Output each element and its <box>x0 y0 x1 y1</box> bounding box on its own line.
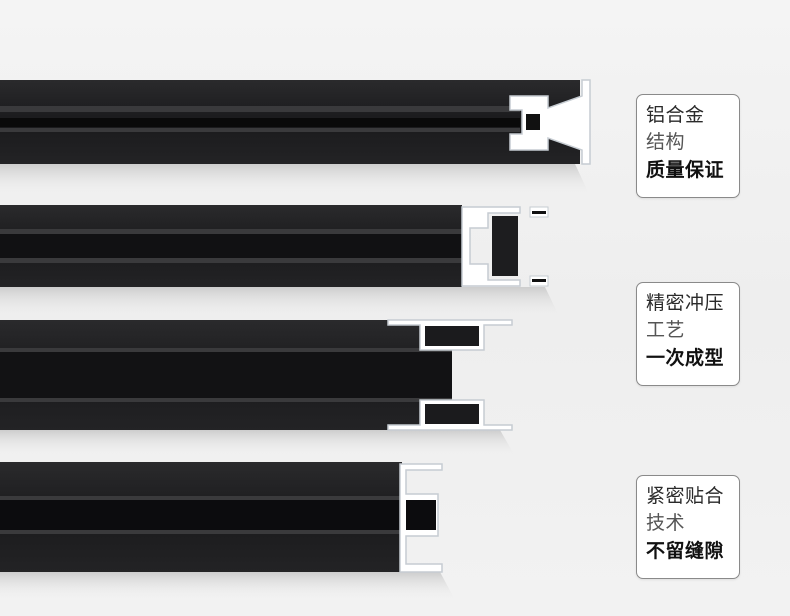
feature-subtitle: 技术 <box>646 512 686 534</box>
feature-subtitle: 结构 <box>646 131 686 153</box>
frame-profile-1 <box>0 79 591 196</box>
feature-card-stamping: 精密冲压 工艺 一次成型 <box>636 282 740 386</box>
frame-profile-2 <box>0 205 560 318</box>
feature-highlight: 质量保证 <box>646 159 725 181</box>
feature-highlight: 不留缝隙 <box>646 540 725 562</box>
feature-title: 紧密贴合 <box>646 485 725 507</box>
frame-profile-4 <box>0 462 455 600</box>
frame-profile-3 <box>0 319 515 456</box>
feature-card-aluminum: 铝合金 结构 质量保证 <box>636 94 740 198</box>
feature-title: 精密冲压 <box>646 292 725 314</box>
feature-card-tight-fit: 紧密贴合 技术 不留缝隙 <box>636 475 740 579</box>
feature-title: 铝合金 <box>646 104 705 126</box>
feature-subtitle: 工艺 <box>646 319 686 341</box>
feature-highlight: 一次成型 <box>646 347 725 369</box>
